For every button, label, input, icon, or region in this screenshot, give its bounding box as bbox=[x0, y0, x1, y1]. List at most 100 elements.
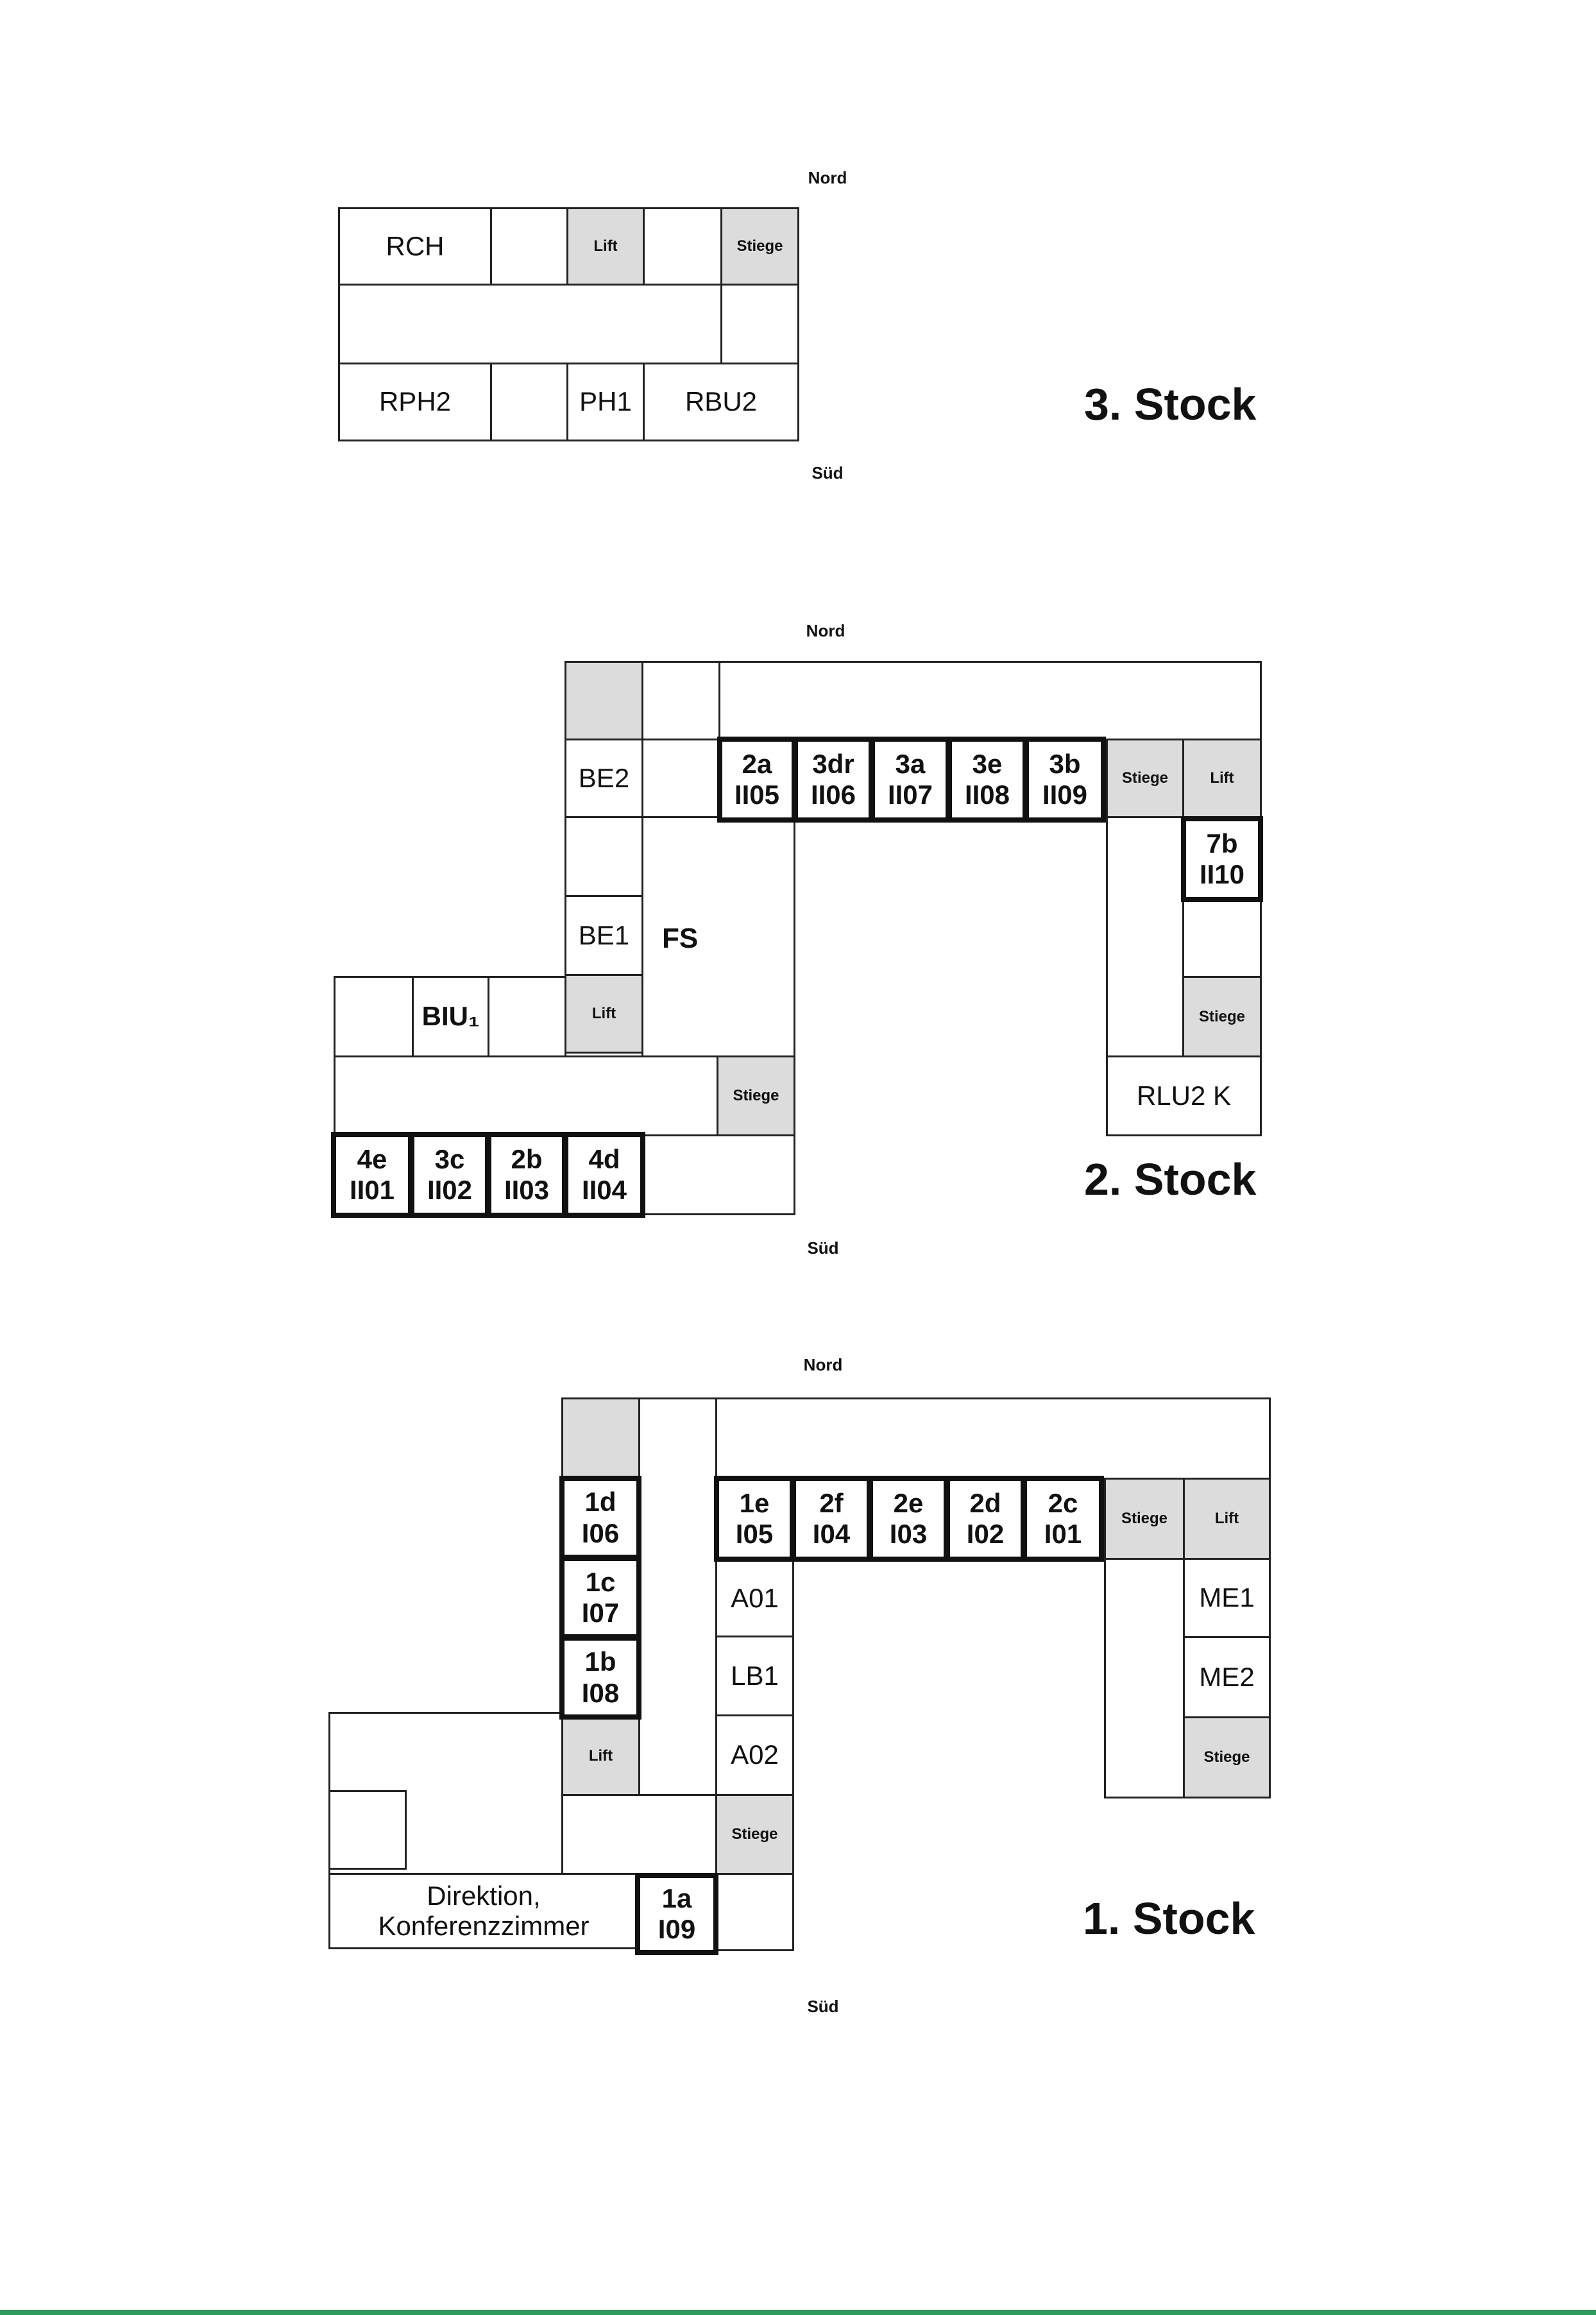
south-label: Süd bbox=[811, 463, 844, 483]
room-unnamed bbox=[643, 207, 722, 286]
room-unnamed bbox=[715, 1873, 794, 1951]
room-rlu2k bbox=[1106, 1055, 1262, 1136]
room-fs bbox=[641, 816, 795, 1057]
classroom-1a bbox=[635, 1873, 718, 1955]
classroom-2d bbox=[945, 1476, 1026, 1562]
lift-label: Lift bbox=[593, 237, 618, 255]
room-a02-label: A02 bbox=[731, 1739, 779, 1770]
floor-2-title: 2. Stock bbox=[1084, 1154, 1257, 1204]
room-be2 bbox=[565, 739, 643, 818]
stairs-label: Stiege bbox=[731, 1825, 778, 1843]
floor-3-title: 3. Stock bbox=[1084, 379, 1257, 429]
room-unnamed bbox=[641, 739, 720, 818]
stairs-label: Stiege bbox=[736, 237, 783, 255]
room-unnamed bbox=[641, 661, 720, 740]
stairs-label: Stiege bbox=[733, 1087, 779, 1105]
room-rlu2k-label: RLU2 K bbox=[1136, 1080, 1232, 1111]
stairs bbox=[1183, 1716, 1271, 1798]
room-lb1 bbox=[715, 1636, 794, 1716]
corridor-south bbox=[561, 1794, 717, 1875]
stairs-label: Stiege bbox=[1198, 1007, 1246, 1025]
classroom-2e bbox=[868, 1476, 949, 1562]
corridor-north bbox=[718, 661, 1262, 740]
lift-label: Lift bbox=[591, 1005, 616, 1023]
scan-edge-line bbox=[0, 2310, 1596, 2315]
lift-label: Lift bbox=[588, 1747, 613, 1764]
corridor-south bbox=[334, 1055, 718, 1136]
lift-label: Lift bbox=[1214, 1510, 1239, 1528]
classroom-3b bbox=[1024, 737, 1106, 823]
stairs-label: Stiege bbox=[1121, 769, 1169, 787]
room-biu1-label: BIU₁ bbox=[421, 1001, 480, 1032]
room-unnamed bbox=[488, 976, 566, 1057]
room-unnamed bbox=[1182, 898, 1262, 978]
room-be1-label: BE1 bbox=[578, 919, 630, 950]
room-direktion-label: Direktion,Konferenzzimmer bbox=[378, 1881, 590, 1941]
room-rch bbox=[338, 207, 492, 286]
room-rch-label: RCH bbox=[386, 230, 445, 261]
south-label: Süd bbox=[807, 1997, 839, 2016]
room-unnamed bbox=[561, 1397, 640, 1480]
north-label: Nord bbox=[806, 621, 845, 640]
stairs-label: Stiege bbox=[1203, 1748, 1250, 1766]
room-rbu2 bbox=[643, 363, 799, 441]
corridor-east bbox=[1106, 816, 1185, 1057]
corridor-east bbox=[1104, 1558, 1185, 1798]
room-unnamed bbox=[490, 363, 568, 441]
room-be2-label: BE2 bbox=[578, 762, 630, 793]
lift bbox=[1182, 739, 1262, 818]
stairs bbox=[717, 1055, 795, 1136]
classroom-7b bbox=[1181, 816, 1263, 902]
room-be1 bbox=[565, 895, 643, 976]
lift-label: Lift bbox=[1210, 769, 1234, 787]
room-unnamed bbox=[565, 816, 643, 897]
room-lb1-label: LB1 bbox=[731, 1660, 779, 1691]
room-unnamed bbox=[328, 1790, 407, 1870]
room-a01-label: A01 bbox=[731, 1583, 779, 1614]
room-unnamed bbox=[490, 207, 568, 286]
lift bbox=[565, 974, 643, 1054]
room-a01 bbox=[715, 1560, 794, 1637]
lift bbox=[566, 207, 645, 286]
room-unnamed bbox=[720, 284, 799, 364]
room-me1-label: ME1 bbox=[1199, 1582, 1255, 1613]
corridor-north bbox=[715, 1397, 1271, 1480]
stairs-label: Stiege bbox=[1121, 1510, 1168, 1528]
north-label: Nord bbox=[808, 168, 847, 187]
room-rph2-label: RPH2 bbox=[378, 386, 452, 417]
room-ph1-label: PH1 bbox=[579, 386, 632, 417]
classroom-1d bbox=[559, 1476, 641, 1560]
room-unnamed bbox=[643, 1134, 795, 1215]
room-fs-label: FS bbox=[662, 923, 699, 954]
classroom-4d bbox=[563, 1132, 645, 1218]
room-unnamed bbox=[565, 661, 643, 740]
room-biu1 bbox=[412, 976, 489, 1057]
floor-1-title: 1. Stock bbox=[1083, 1893, 1255, 1943]
classroom-1b bbox=[559, 1636, 641, 1720]
classroom-2c bbox=[1022, 1476, 1104, 1562]
room-direktion bbox=[328, 1873, 639, 1949]
north-label: Nord bbox=[803, 1355, 843, 1374]
stairs bbox=[720, 207, 799, 286]
south-label: Süd bbox=[807, 1238, 839, 1258]
classroom-2a bbox=[717, 737, 797, 823]
